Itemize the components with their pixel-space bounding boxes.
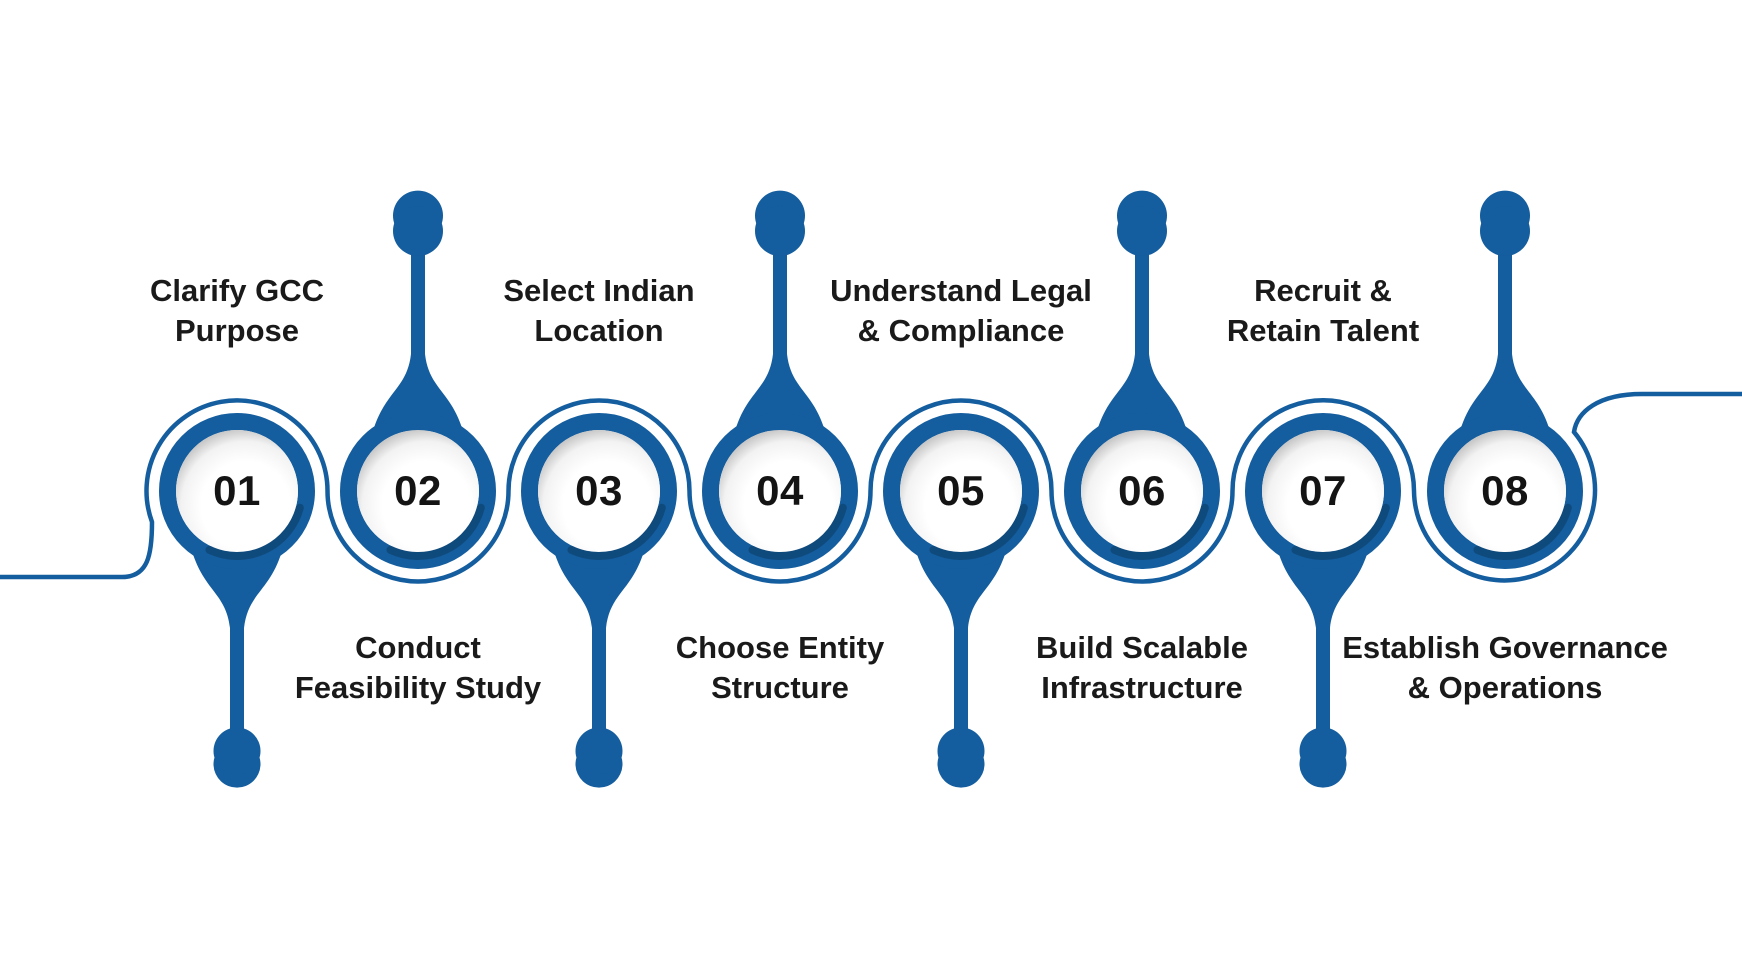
step-07-number: 07 bbox=[1299, 467, 1347, 514]
step-04-number: 04 bbox=[756, 467, 804, 514]
step-05-number: 05 bbox=[937, 467, 985, 514]
step-04-label: Choose Entity Structure bbox=[675, 630, 885, 705]
step-08-label: Establish Governance & Operations bbox=[1342, 630, 1668, 705]
step-05-label: Understand Legal & Compliance bbox=[830, 273, 1092, 348]
step-06-number: 06 bbox=[1118, 467, 1166, 514]
step-01-number: 01 bbox=[213, 467, 261, 514]
step-02-number: 02 bbox=[394, 467, 442, 514]
step-03-label: Select Indian Location bbox=[503, 273, 695, 348]
step-06-label: Build Scalable Infrastructure bbox=[1036, 630, 1248, 705]
weaving-connector-line bbox=[0, 391, 1742, 584]
step-08-number: 08 bbox=[1481, 467, 1529, 514]
step-07-label: Recruit & Retain Talent bbox=[1226, 273, 1420, 348]
step-01-label: Clarify GCC Purpose bbox=[150, 273, 324, 348]
step-03-number: 03 bbox=[575, 467, 623, 514]
step-02-label: Conduct Feasibility Study bbox=[294, 630, 542, 705]
